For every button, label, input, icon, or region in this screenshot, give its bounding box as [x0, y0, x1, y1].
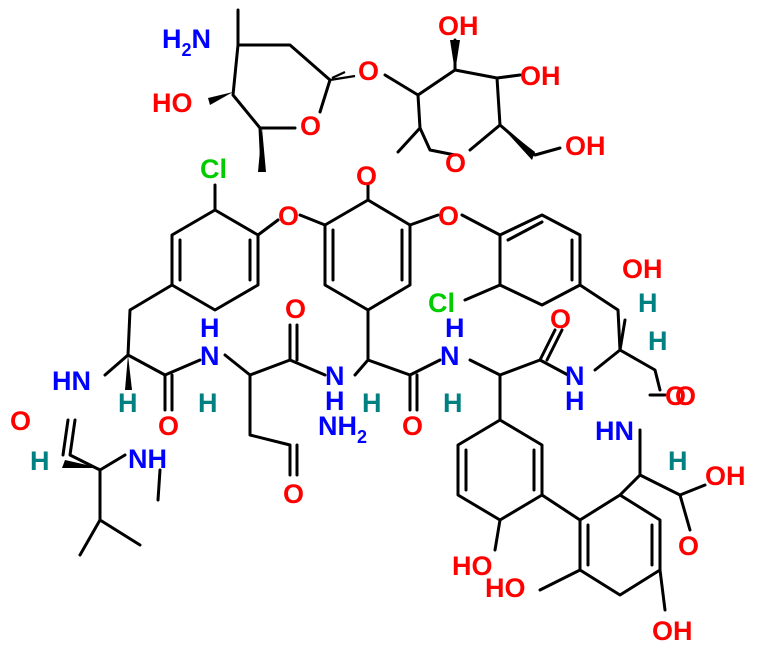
amino-group-label: H2N	[162, 24, 211, 60]
carbonyl-oxygen-label: O	[158, 411, 179, 441]
ring-oxygen-label: O	[300, 111, 321, 141]
amide-nitrogen-label: N	[325, 361, 345, 391]
hydrogen-label: H	[638, 288, 658, 318]
ether-oxygen-label: O	[438, 201, 459, 231]
amide-nh2-label: NH2	[318, 411, 367, 447]
amide-hydrogen-label: H	[565, 386, 585, 416]
hydrogen-label: H	[30, 446, 50, 476]
amide-nitrogen-label: HN	[52, 366, 91, 396]
amide-nitrogen-label: N	[200, 341, 220, 371]
hydroxyl-label: OH	[520, 61, 561, 91]
glycosidic-oxygen-label: O	[358, 56, 379, 86]
hydrogen-label: H	[443, 388, 463, 418]
glycosidic-oxygen-label: O	[356, 161, 377, 191]
carboxyl-hydroxyl-label: OH	[705, 461, 746, 491]
carbonyl-oxygen-label: O	[678, 531, 699, 561]
carbonyl-oxygen-label: O	[283, 479, 304, 509]
amide-hydrogen-label: H	[325, 386, 345, 416]
amide-hydrogen-label: H	[445, 313, 465, 343]
methylamino-label: NH	[128, 444, 167, 474]
hydrogen-label: H	[118, 388, 138, 418]
hydroxyl-label: OH	[622, 254, 663, 284]
hydroxyl-label: OH	[438, 11, 479, 41]
bond-layer	[61, 8, 707, 612]
chlorine-label: Cl	[200, 154, 227, 184]
hydroxyl-label: HO	[452, 551, 493, 581]
hydroxyl-label: OH	[565, 131, 606, 161]
chlorine-label: Cl	[428, 288, 455, 318]
hydroxyl-label: OH	[652, 616, 693, 646]
atom-label-layer: H2N HO O O OH OH OH O O Cl O O Cl OH H H…	[10, 11, 746, 646]
amide-nitrogen-label: N	[565, 361, 585, 391]
carbonyl-oxygen-label: O	[665, 381, 686, 411]
carbonyl-oxygen-label: O	[550, 304, 571, 334]
ether-oxygen-label: O	[278, 201, 299, 231]
amide-nitrogen-label: HN	[595, 416, 634, 446]
carbonyl-oxygen-label: O	[285, 294, 306, 324]
hydrogen-label: H	[648, 326, 668, 356]
carbonyl-oxygen-label: O	[402, 411, 423, 441]
hydroxyl-label: HO	[152, 88, 193, 118]
hydrogen-label: H	[198, 388, 218, 418]
carbonyl-oxygen-label: O	[10, 406, 31, 436]
amide-nitrogen-label: N	[440, 341, 460, 371]
carbonyl-oxygen-label: O	[675, 381, 696, 411]
ring-oxygen-label: O	[445, 148, 466, 178]
amide-hydrogen-label: H	[200, 313, 220, 343]
hydroxyl-label: HO	[485, 573, 526, 603]
hydrogen-label: H	[362, 388, 382, 418]
hydrogen-label: H	[668, 446, 688, 476]
